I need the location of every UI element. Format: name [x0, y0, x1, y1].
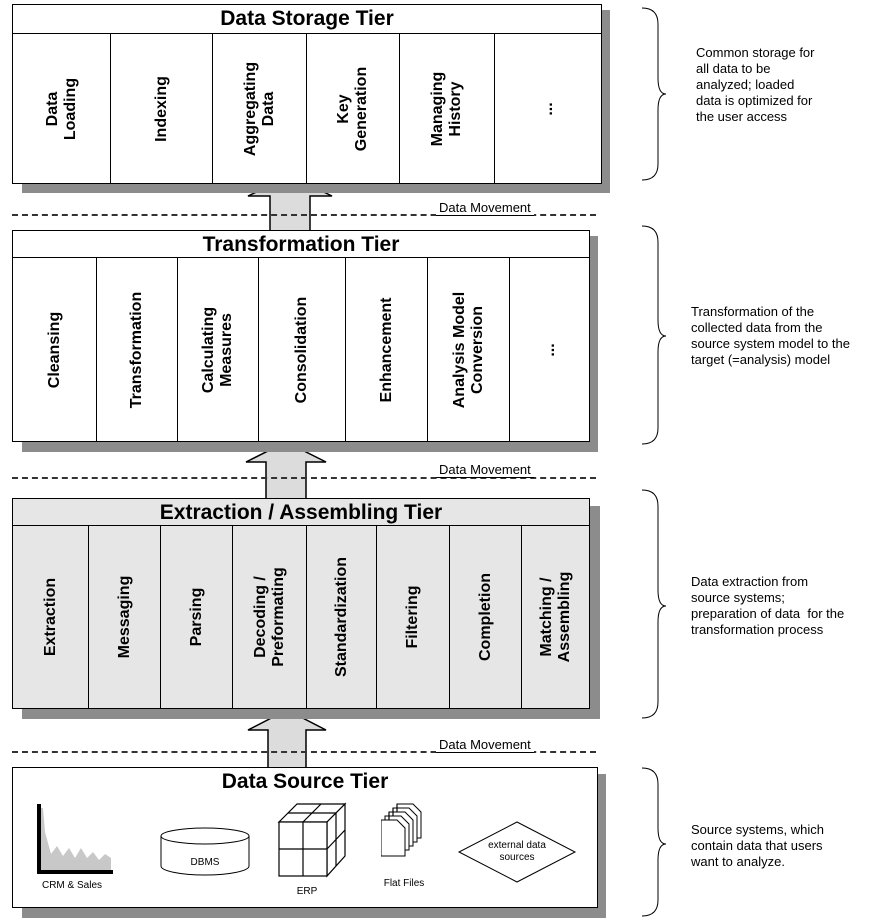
- transformation-tier-description: Transformation of the collected data fro…: [691, 304, 850, 367]
- brace-extraction: [641, 489, 667, 719]
- dbms-label: DBMS: [190, 857, 220, 868]
- cell-parsing: Parsing: [161, 526, 233, 708]
- cell-decoding-preformating: Decoding / Preformating: [233, 526, 307, 708]
- cell-messaging: Messaging: [89, 526, 161, 708]
- cell-consolidation: Consolidation: [259, 258, 346, 441]
- separator-1: [12, 214, 596, 216]
- cell-transformation-more: ...: [540, 342, 558, 357]
- source-tier-description: Source systems, which contain data that …: [691, 822, 824, 869]
- brace-storage: [641, 7, 667, 181]
- data-storage-tier: Data Storage Tier Data Loading Indexing …: [12, 4, 602, 184]
- separator-3: [12, 751, 596, 753]
- erp-label: ERP: [296, 886, 318, 897]
- crm-sales-label: CRM & Sales: [41, 880, 102, 891]
- data-source-tier-title: Data Source Tier: [221, 770, 389, 793]
- cell-indexing: Indexing: [111, 34, 213, 183]
- flat-files-label: Flat Files: [383, 878, 425, 889]
- braces: [641, 7, 667, 917]
- crm-sales-chart-icon: [37, 804, 113, 874]
- extraction-assembling-tier: Extraction / Assembling Tier Extraction …: [12, 498, 590, 709]
- brace-transformation: [641, 225, 667, 445]
- extraction-assembling-tier-title: Extraction / Assembling Tier: [13, 499, 589, 526]
- separator-2: [12, 477, 596, 479]
- arrow-extraction-to-transformation: [245, 441, 327, 501]
- cell-extraction: Extraction: [13, 526, 89, 708]
- data-movement-label-3: Data Movement: [436, 737, 534, 753]
- cell-key-generation: Key Generation: [307, 34, 400, 183]
- cell-storage-more: ...: [539, 101, 556, 116]
- storage-tier-description: Common storage for all data to be analyz…: [696, 45, 815, 124]
- data-movement-label-2: Data Movement: [436, 462, 534, 478]
- cell-managing-history: Managing History: [400, 34, 495, 183]
- arrow-source-to-extraction: [247, 709, 327, 771]
- cell-matching-assembling: Matching / Assembling: [537, 571, 573, 663]
- cell-transformation: Transformation: [97, 258, 178, 441]
- cell-data-loading: Data Loading: [13, 34, 111, 183]
- cell-cleansing: Cleansing: [13, 258, 97, 441]
- brace-source: [641, 767, 667, 917]
- cell-filtering: Filtering: [377, 526, 450, 708]
- transformation-tier-title: Transformation Tier: [13, 231, 589, 258]
- transformation-tier: Transformation Tier Cleansing Transforma…: [12, 230, 590, 442]
- cell-enhancement: Enhancement: [346, 258, 428, 441]
- flat-files-icon: [381, 803, 422, 857]
- extraction-tier-description: Data extraction from source systems; pre…: [691, 574, 845, 637]
- cell-analysis-model-conversion: Analysis Model Conversion: [428, 258, 510, 441]
- data-movement-label-1: Data Movement: [436, 200, 534, 216]
- data-storage-tier-title: Data Storage Tier: [13, 5, 601, 34]
- dbms-database-icon: [160, 827, 250, 876]
- erp-cube-icon: [277, 802, 347, 878]
- cell-calculating-measures: Calculating Measures: [178, 258, 259, 441]
- cell-completion: Completion: [450, 526, 522, 708]
- cell-aggregating-data: Aggregating Data: [213, 34, 307, 183]
- data-source-tier: Data Source Tier CRM & Sales DBMS ERP: [12, 767, 598, 908]
- external-data-sources-diamond: [457, 821, 577, 883]
- external-data-sources-label: external data sources: [488, 840, 546, 863]
- cell-standardization: Standardization: [307, 526, 377, 708]
